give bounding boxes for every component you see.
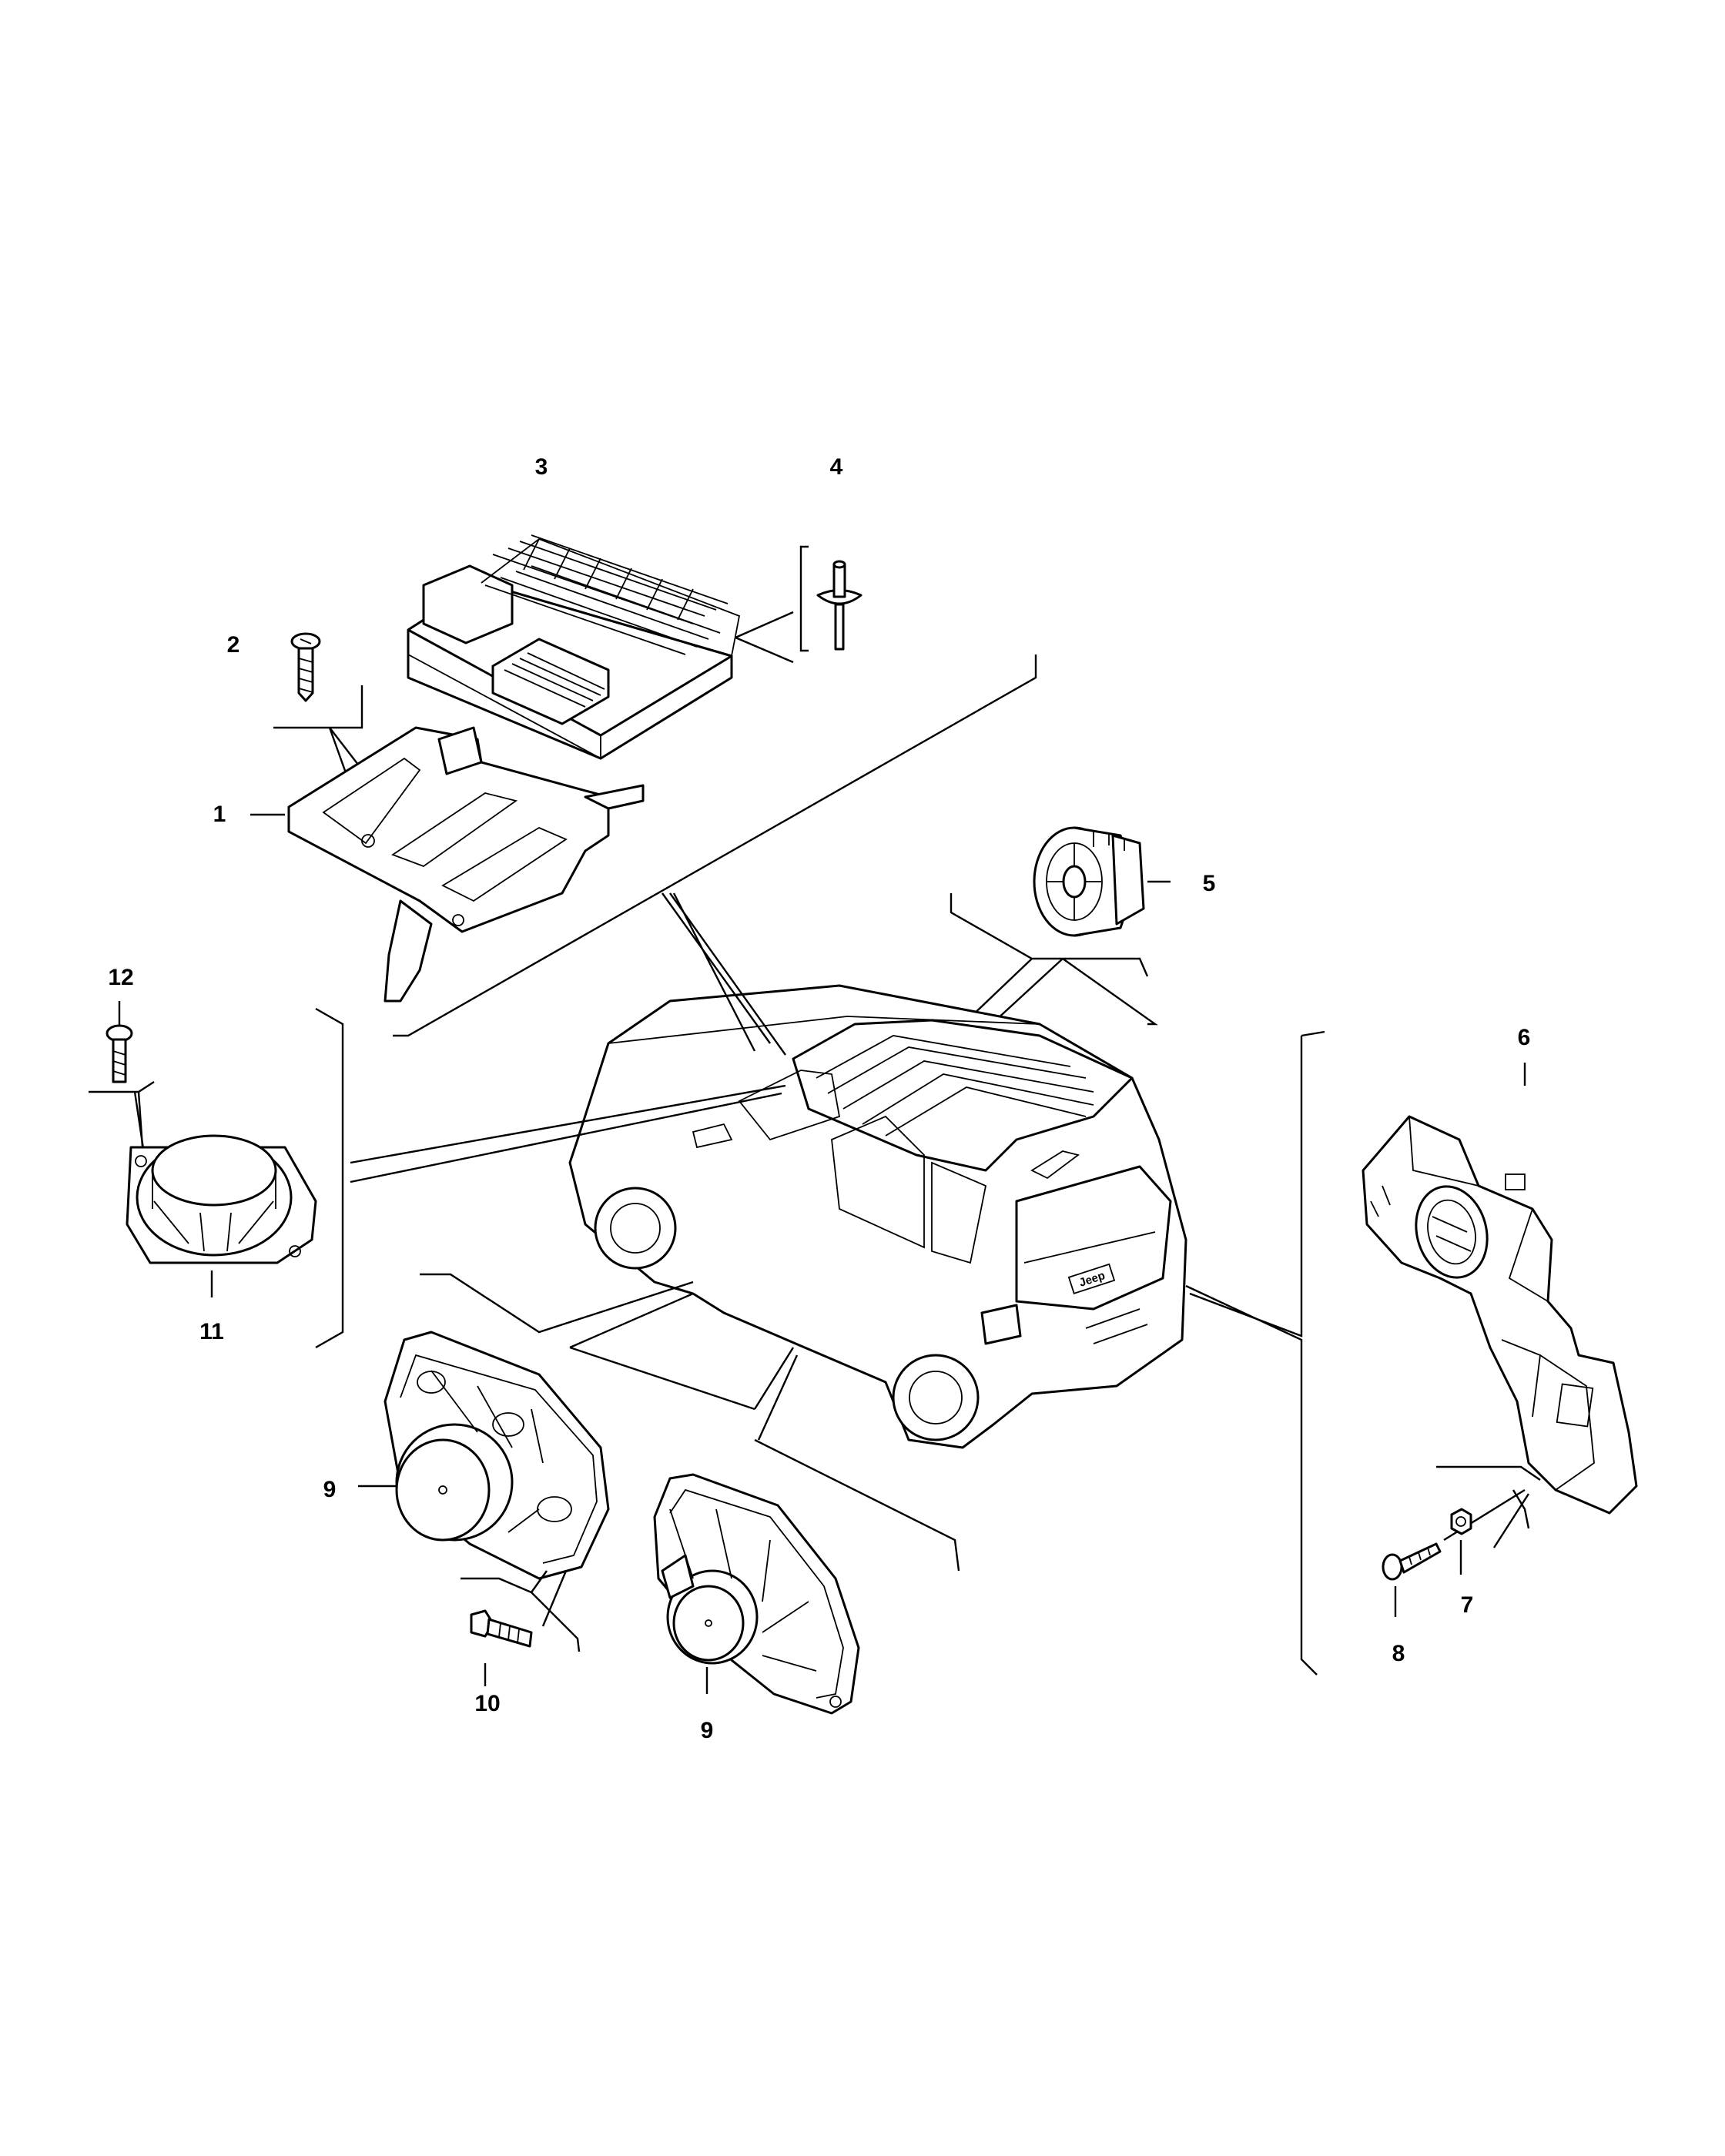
leader-6-to-car	[1189, 1030, 1325, 1337]
mounting-screw	[290, 632, 321, 702]
bracket-7	[1512, 1489, 1530, 1529]
callout-part-7: 7	[1460, 1592, 1474, 1618]
bracket-4	[799, 545, 809, 652]
callout-part-9-upper: 9	[323, 1477, 337, 1502]
leader-3-to-4-bracket	[735, 611, 794, 664]
subwoofer-enclosure	[1362, 1115, 1638, 1515]
callout-part-3: 3	[534, 454, 548, 480]
callout-part-11: 11	[199, 1319, 224, 1344]
tweeter-speaker	[1033, 826, 1145, 937]
push-pin-rivet	[816, 560, 862, 651]
bracket-11-12	[315, 1007, 344, 1349]
leader-11-to-car	[350, 1084, 786, 1183]
amplifier-bracket	[287, 726, 645, 1003]
leader-9-to-car	[569, 1292, 960, 1572]
bracket-2	[273, 685, 363, 729]
speaker-bolt	[106, 1024, 133, 1083]
callout-part-2: 2	[226, 632, 240, 658]
leader-1-to-car	[662, 892, 786, 1056]
oval-speaker-upper	[384, 1331, 610, 1580]
hex-nut	[1450, 1508, 1472, 1535]
bracket-5-left	[950, 893, 1149, 977]
bracket-9-left	[420, 1273, 694, 1334]
callout-part-6: 6	[1517, 1025, 1531, 1050]
bracket-10	[461, 1570, 581, 1652]
oval-speaker-lower	[653, 1473, 860, 1715]
hex-bolt	[1382, 1542, 1442, 1581]
flange-bolt	[470, 1609, 533, 1648]
callout-part-5: 5	[1202, 871, 1216, 896]
round-door-speaker	[126, 1134, 317, 1264]
amplifier-module	[407, 534, 741, 760]
callout-part-9-lower: 9	[700, 1718, 714, 1743]
bracket-6-7-8	[1185, 1284, 1318, 1676]
vehicle-outline	[568, 984, 1187, 1449]
callout-part-12: 12	[108, 965, 134, 990]
bracket-1-3	[393, 654, 1037, 1037]
callout-part-1: 1	[213, 802, 226, 827]
callout-part-8: 8	[1392, 1641, 1405, 1666]
callout-part-4: 4	[829, 454, 843, 480]
callout-part-10: 10	[474, 1691, 501, 1716]
